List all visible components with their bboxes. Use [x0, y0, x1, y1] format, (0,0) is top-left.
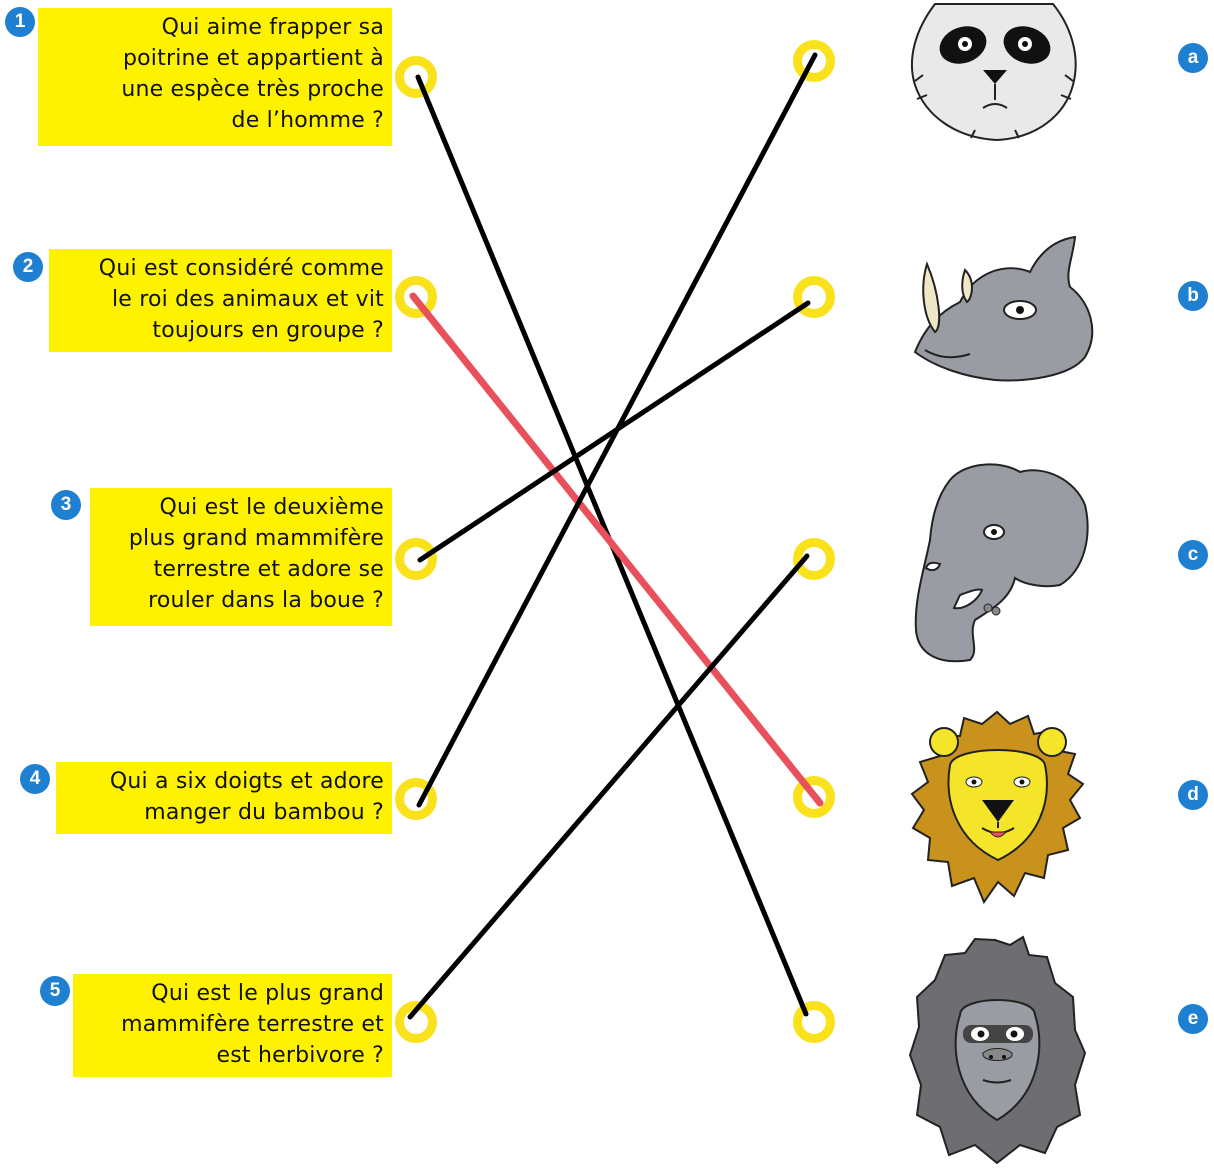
- gorilla-icon: [908, 935, 1087, 1165]
- question-3-text: Qui est le deuxième plus grand mammifère…: [128, 495, 384, 613]
- question-1-number-badge: 1: [5, 7, 35, 37]
- question-3-connector[interactable]: [395, 538, 437, 580]
- question-2-box: Qui est considéré comme le roi des anima…: [49, 249, 392, 352]
- question-5-number-badge: 5: [40, 976, 70, 1006]
- connection-line-4-a: [416, 52, 818, 808]
- rhino-icon: [913, 235, 1094, 382]
- question-4-number-badge: 4: [20, 764, 50, 794]
- animal-a-letter-badge: a: [1178, 43, 1208, 73]
- animal-c-connector[interactable]: [793, 538, 835, 580]
- question-5-text: Qui est le plus grand mammifère terrestr…: [121, 981, 384, 1068]
- question-5-box: Qui est le plus grand mammifère terrestr…: [73, 974, 392, 1077]
- question-2-text: Qui est considéré comme le roi des anima…: [98, 256, 384, 343]
- question-2-number-badge: 2: [13, 252, 43, 282]
- question-1-connector[interactable]: [395, 56, 437, 98]
- question-3-number-badge: 3: [51, 490, 81, 520]
- animal-e-letter-badge: e: [1178, 1004, 1208, 1034]
- question-1-text: Qui aime frapper sa poitrine et appartie…: [121, 15, 384, 133]
- elephant-icon: [914, 463, 1089, 663]
- animal-c-letter-badge: c: [1178, 540, 1208, 570]
- animal-b-letter-badge: b: [1178, 281, 1208, 311]
- question-4-box: Qui a six doigts et adore manger du bamb…: [56, 762, 392, 834]
- lion-icon: [910, 710, 1085, 905]
- question-4-text: Qui a six doigts et adore manger du bamb…: [109, 769, 384, 825]
- animal-e-connector[interactable]: [793, 1001, 835, 1043]
- panda-icon: [911, 3, 1077, 142]
- question-3-box: Qui est le deuxième plus grand mammifère…: [90, 488, 392, 626]
- connection-line-5-c: [407, 553, 810, 1020]
- question-2-connector[interactable]: [395, 276, 437, 318]
- question-5-connector[interactable]: [395, 1001, 437, 1043]
- question-1-box: Qui aime frapper sa poitrine et appartie…: [38, 8, 392, 146]
- connection-line-2-d: [409, 292, 824, 807]
- animal-d-letter-badge: d: [1178, 780, 1208, 810]
